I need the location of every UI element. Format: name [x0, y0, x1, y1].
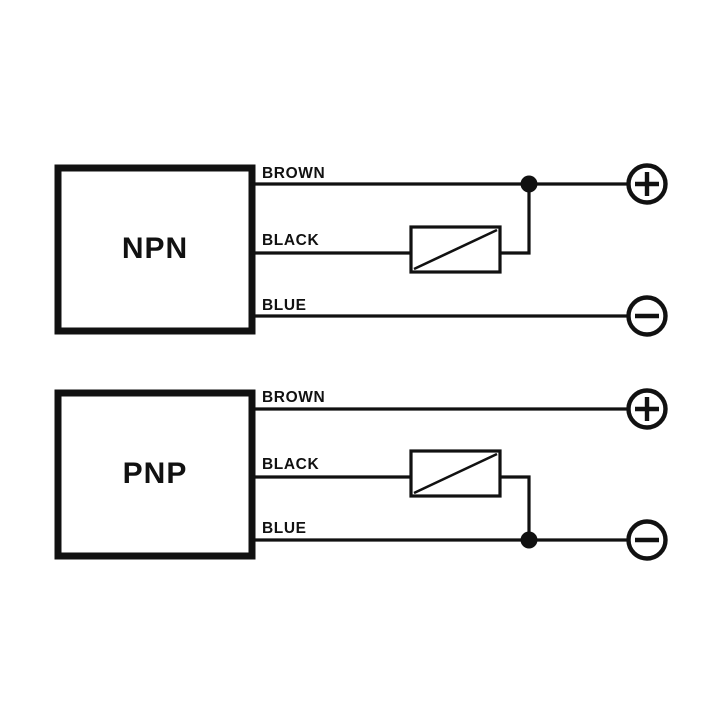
junction-dot-pnp [520, 531, 538, 549]
terminal-npn-negative [626, 295, 668, 337]
terminal-npn-positive [626, 163, 668, 205]
wire-label-npn-black: BLACK [262, 232, 319, 249]
wire-npn-black-riser [498, 182, 531, 255]
sensor-box-npn [54, 164, 256, 335]
sensor-box-label-pnp: PNP [123, 457, 188, 490]
load-diagonal-npn [413, 228, 498, 271]
wire-pnp-black-dropper [498, 475, 531, 542]
circuit-npn: NPN BROWN BLACK BLUE [54, 163, 668, 337]
terminal-pnp-positive [626, 388, 668, 430]
junction-dot-npn [520, 175, 538, 193]
wire-label-pnp-black: BLACK [262, 456, 319, 473]
wire-label-pnp-brown: BROWN [262, 389, 325, 406]
circuit-pnp: PNP BROWN BLACK BLUE [54, 388, 668, 561]
sensor-box-label-npn: NPN [122, 232, 188, 265]
load-diagonal-pnp [413, 452, 498, 495]
wire-label-npn-blue: BLUE [262, 297, 307, 314]
wire-label-npn-brown: BROWN [262, 165, 325, 182]
sensor-box-pnp [54, 389, 256, 560]
terminal-pnp-negative [626, 519, 668, 561]
wire-label-pnp-blue: BLUE [262, 520, 307, 537]
